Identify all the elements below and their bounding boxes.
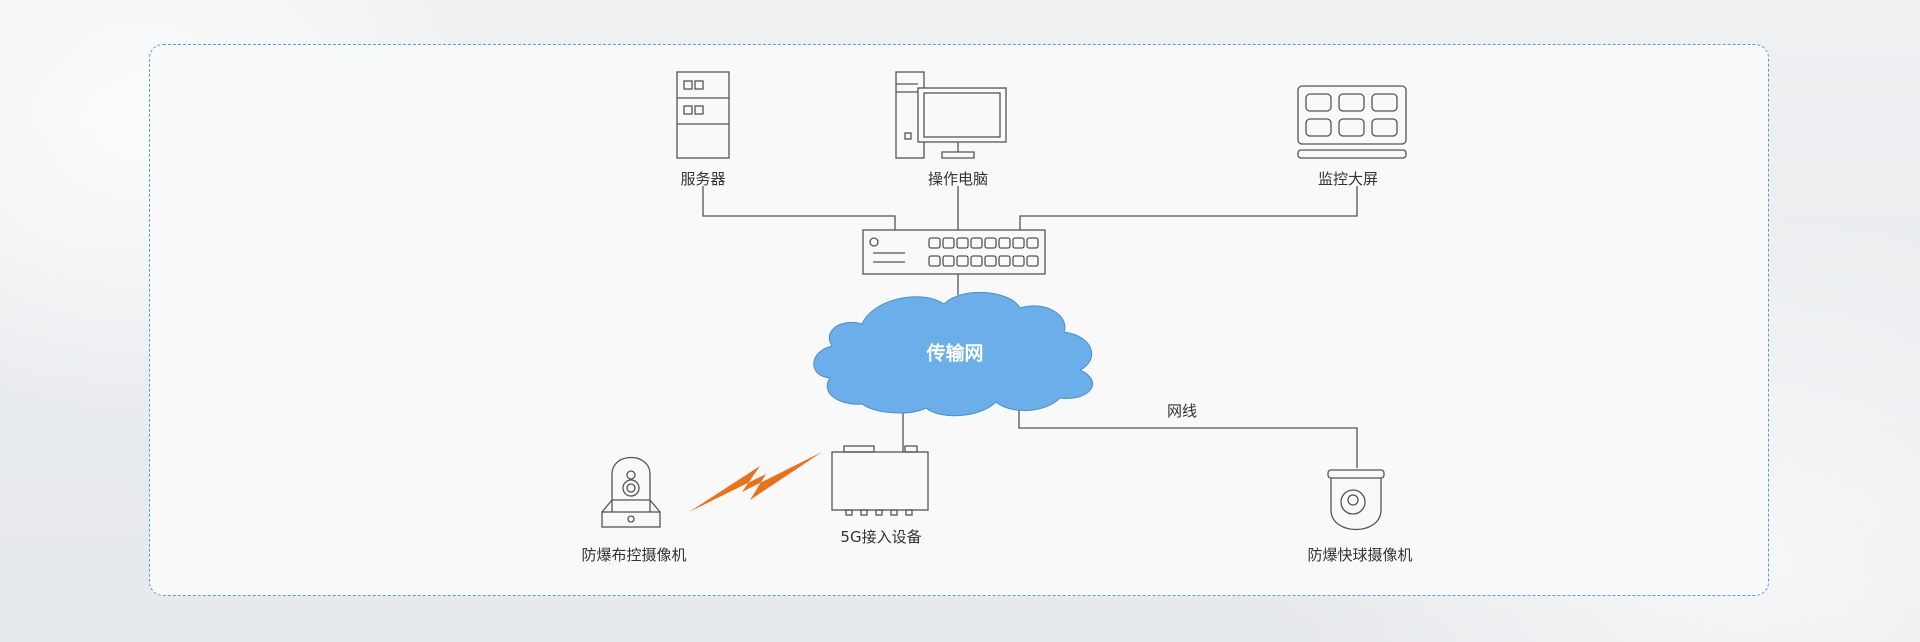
link-cloud-dome	[1018, 398, 1358, 468]
fixed-camera-label: 防爆布控摄像机	[581, 546, 687, 564]
5g-gateway-icon	[831, 445, 929, 516]
server-label: 服务器	[680, 170, 726, 188]
cable-label: 网线	[1166, 402, 1198, 420]
link-server-switch	[702, 186, 896, 230]
dome-camera-icon	[1327, 469, 1385, 530]
video-wall-label: 监控大屏	[1317, 170, 1379, 188]
server-icon	[676, 71, 730, 159]
dome-camera-label: 防爆快球摄像机	[1307, 546, 1413, 564]
network-label: 传输网	[926, 342, 984, 365]
video-wall-icon	[1297, 85, 1407, 159]
network-cloud	[813, 291, 1093, 417]
switch-icon	[862, 229, 1046, 275]
fixed-camera-icon	[601, 456, 661, 528]
operator-pc-label: 操作电脑	[927, 170, 989, 188]
wireless-signal-icon	[689, 452, 822, 512]
computer-icon	[895, 71, 1007, 159]
link-screen-switch	[1019, 186, 1358, 230]
5g-gateway-label: 5G接入设备	[840, 528, 922, 546]
